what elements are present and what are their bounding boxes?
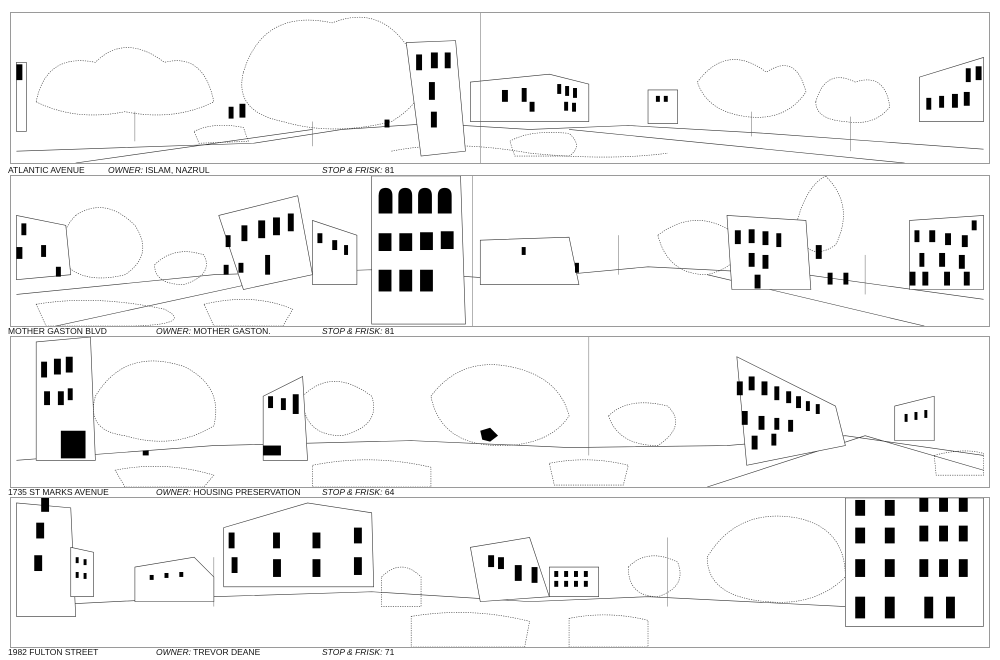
stop-frisk-field: STOP & FRISK: 71 [322,647,395,657]
stop-frisk-field: STOP & FRISK: 64 [322,487,395,497]
streetscape-drawing-2 [16,176,984,326]
panorama-strip-1 [10,12,990,164]
streetscape-drawing-4 [16,498,984,647]
panorama-strip-3 [10,336,990,488]
street-name: 1982 FULTON STREET [8,647,99,657]
street-name: MOTHER GASTON BLVD [8,326,107,336]
stop-frisk-field: STOP & FRISK: 81 [322,165,395,175]
owner-field: OWNER: MOTHER GASTON. [156,326,271,336]
owner-field: OWNER: TREVOR DEANE [156,647,261,657]
panorama-strip-4 [10,497,990,648]
street-name: ATLANTIC AVENUE [8,165,85,175]
row-caption-1: ATLANTIC AVENUE OWNER: ISLAM, NAZRUL STO… [8,164,708,176]
owner-field: OWNER: HOUSING PRESERVATION [156,487,301,497]
street-name: 1735 ST MARKS AVENUE [8,487,109,497]
streetscape-drawing-3 [16,337,984,487]
owner-field: OWNER: ISLAM, NAZRUL [108,165,210,175]
row-caption-3: 1735 ST MARKS AVENUE OWNER: HOUSING PRES… [8,486,708,498]
row-caption-4: 1982 FULTON STREET OWNER: TREVOR DEANE S… [8,646,708,658]
panorama-strip-2 [10,175,990,327]
row-caption-2: MOTHER GASTON BLVD OWNER: MOTHER GASTON.… [8,325,708,337]
streetscape-drawing-1 [16,13,984,163]
stop-frisk-field: STOP & FRISK: 81 [322,326,395,336]
